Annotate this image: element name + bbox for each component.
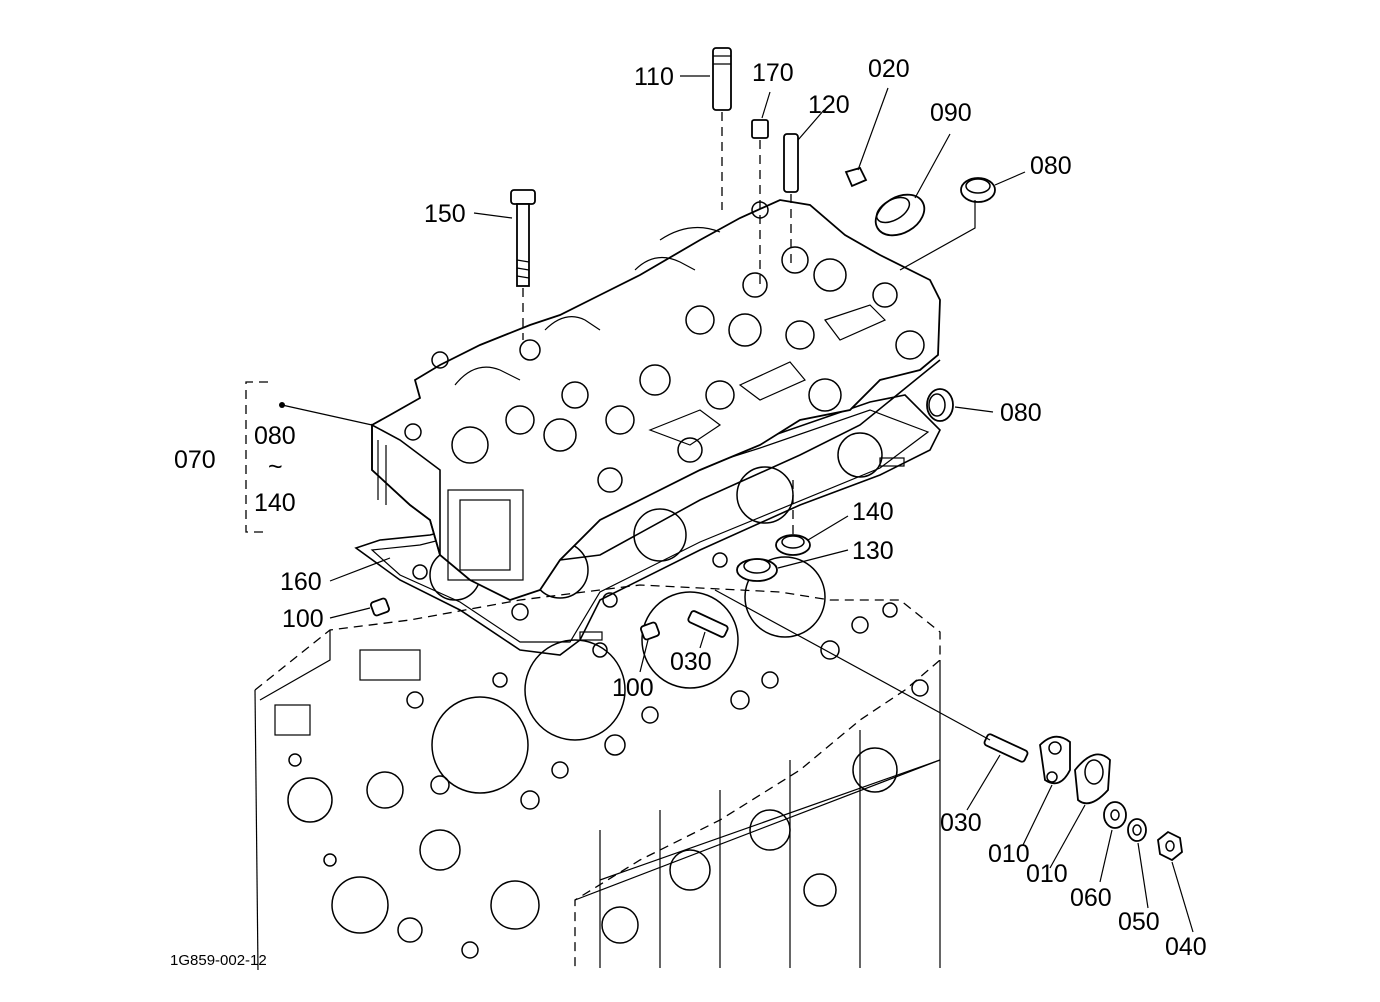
callout-010-b: 010 (1026, 860, 1068, 888)
callout-050: 050 (1118, 908, 1160, 936)
callout-160: 160 (280, 568, 322, 596)
callout-040: 040 (1165, 933, 1207, 961)
callout-030-upper: 030 (670, 648, 712, 676)
callout-030-lower: 030 (940, 809, 982, 837)
callout-010-a: 010 (988, 840, 1030, 868)
callout-labels: 110 170 120 020 090 080 150 080 070 080 … (170, 55, 1207, 969)
callout-070-range-start: 080 (254, 422, 296, 450)
cylinder-head (279, 199, 941, 601)
callout-070: 070 (174, 446, 216, 474)
callout-110: 110 (634, 63, 674, 91)
callout-150: 150 (424, 200, 466, 228)
leader-lines (245, 75, 1194, 933)
loose-parts (370, 47, 1183, 862)
callout-170: 170 (752, 59, 794, 87)
callout-070-range-end: 140 (254, 489, 296, 517)
callout-080-top: 080 (1030, 152, 1072, 180)
engine-block (254, 556, 941, 971)
callout-130: 130 (852, 537, 894, 565)
callout-140: 140 (852, 498, 894, 526)
callout-020: 020 (868, 55, 910, 83)
callout-120: 120 (808, 91, 850, 119)
callout-070-range-separator: ~ (268, 453, 283, 481)
callout-090: 090 (930, 99, 972, 127)
callout-060: 060 (1070, 884, 1112, 912)
callout-100-left: 100 (282, 605, 324, 633)
callout-100-center: 100 (612, 674, 654, 702)
drawing-code: 1G859-002-12 (170, 952, 267, 969)
callout-080-right: 080 (1000, 399, 1042, 427)
